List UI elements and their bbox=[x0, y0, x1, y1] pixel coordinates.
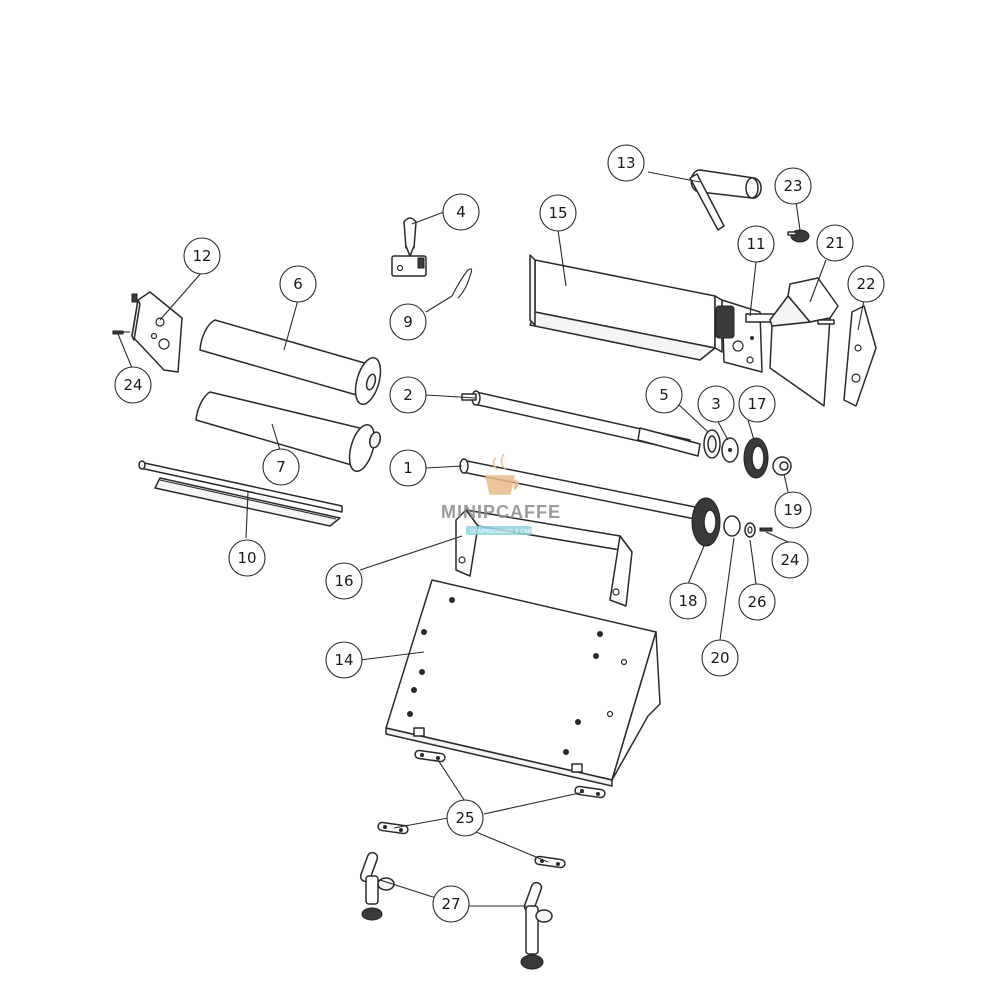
callout-label: 6 bbox=[293, 275, 303, 293]
callout-18: 18 bbox=[669, 582, 707, 620]
part-20-bearing bbox=[723, 515, 741, 537]
callout-label: 2 bbox=[403, 386, 413, 404]
callout-27: 27 bbox=[432, 885, 470, 923]
part-22-cover-plate bbox=[843, 305, 877, 407]
part-6-roller bbox=[199, 319, 382, 406]
watermark-logo: MINIPCAFFE COMPRESSORE & CAFFE bbox=[441, 453, 561, 535]
callout-25: 25 bbox=[446, 799, 484, 837]
watermark-ribbon bbox=[466, 526, 532, 535]
callout-16: 16 bbox=[325, 562, 363, 600]
callout-23: 23 bbox=[774, 167, 812, 205]
callout-label: 23 bbox=[783, 177, 802, 195]
callout-label: 4 bbox=[456, 203, 466, 221]
callout-14: 14 bbox=[325, 641, 363, 679]
callout-label: 12 bbox=[192, 247, 211, 265]
callout-24-right: 24 bbox=[771, 541, 809, 579]
leader-lines bbox=[117, 171, 865, 907]
callout-label: 27 bbox=[441, 895, 460, 913]
callout-19: 19 bbox=[774, 491, 812, 529]
callout-1: 1 bbox=[389, 449, 427, 487]
callout-label: 20 bbox=[710, 649, 729, 667]
part-17-gear bbox=[743, 437, 769, 479]
part-21-motor-housing bbox=[769, 277, 839, 407]
callout-label: 9 bbox=[403, 313, 413, 331]
part-27-adjustable-foot bbox=[359, 851, 553, 970]
callout-label: 13 bbox=[616, 154, 635, 172]
callout-label: 14 bbox=[334, 651, 353, 669]
part-12-end-plate bbox=[131, 291, 183, 373]
part-7-roller bbox=[195, 391, 382, 473]
part-2-upper-shaft bbox=[461, 390, 701, 457]
part-23-knob bbox=[787, 229, 810, 243]
callout-label: 1 bbox=[403, 459, 413, 477]
callout-6: 6 bbox=[279, 265, 317, 303]
part-26-washer bbox=[744, 522, 756, 538]
callout-label: 25 bbox=[455, 809, 474, 827]
callout-label: 19 bbox=[783, 501, 802, 519]
callout-label: 22 bbox=[856, 275, 875, 293]
callout-label: 24 bbox=[123, 376, 142, 394]
callout-label: 5 bbox=[659, 386, 669, 404]
part-24-screw-left bbox=[112, 330, 130, 335]
callout-22: 22 bbox=[847, 265, 885, 303]
watermark-tagline: COMPRESSORE & CAFFE bbox=[470, 529, 538, 535]
callout-label: 15 bbox=[548, 204, 567, 222]
callout-24-left: 24 bbox=[114, 366, 152, 404]
callout-2: 2 bbox=[389, 376, 427, 414]
callout-5: 5 bbox=[645, 376, 683, 414]
callout-label: 17 bbox=[747, 395, 766, 413]
part-13-crank-handle bbox=[689, 169, 762, 231]
part-10-scraper-blade bbox=[138, 460, 343, 527]
part-5-small-gear bbox=[703, 429, 721, 459]
callout-7: 7 bbox=[262, 448, 300, 486]
callout-12: 12 bbox=[183, 237, 221, 275]
callout-26: 26 bbox=[738, 583, 776, 621]
part-11-drive-bracket bbox=[715, 299, 775, 373]
callout-10: 10 bbox=[228, 539, 266, 577]
callout-label: 11 bbox=[746, 235, 765, 253]
part-25-foot-plate bbox=[377, 749, 606, 869]
callout-label: 21 bbox=[825, 234, 844, 252]
callout-label: 3 bbox=[711, 395, 721, 413]
callout-20: 20 bbox=[701, 639, 739, 677]
callout-9: 9 bbox=[389, 303, 427, 341]
part-4-lever-switch bbox=[391, 217, 427, 277]
coffee-cup-icon bbox=[485, 475, 519, 495]
callout-label: 16 bbox=[334, 572, 353, 590]
callout-11: 11 bbox=[737, 225, 775, 263]
callout-label: 24 bbox=[780, 551, 799, 569]
callout-21: 21 bbox=[816, 224, 854, 262]
callout-label: 10 bbox=[237, 549, 256, 567]
part-19-bushing bbox=[772, 456, 792, 476]
callout-15: 15 bbox=[539, 194, 577, 232]
steam-icon bbox=[492, 453, 507, 471]
part-18-large-gear bbox=[691, 497, 721, 547]
part-3-coupling bbox=[721, 437, 739, 463]
callout-4: 4 bbox=[442, 193, 480, 231]
callout-label: 7 bbox=[276, 458, 286, 476]
part-24-screw-right bbox=[759, 527, 773, 532]
callout-label: 26 bbox=[747, 593, 766, 611]
callout-3: 3 bbox=[697, 385, 735, 423]
part-15-cover-box bbox=[529, 254, 723, 361]
part-16-tray-bracket bbox=[455, 509, 633, 607]
watermark-brand: MINIPCAFFE bbox=[441, 502, 561, 522]
part-9-spring bbox=[451, 268, 473, 299]
part-14-base-plate bbox=[385, 579, 661, 787]
callout-label: 18 bbox=[678, 592, 697, 610]
callout-13: 13 bbox=[607, 144, 645, 182]
callout-17: 17 bbox=[738, 385, 776, 423]
